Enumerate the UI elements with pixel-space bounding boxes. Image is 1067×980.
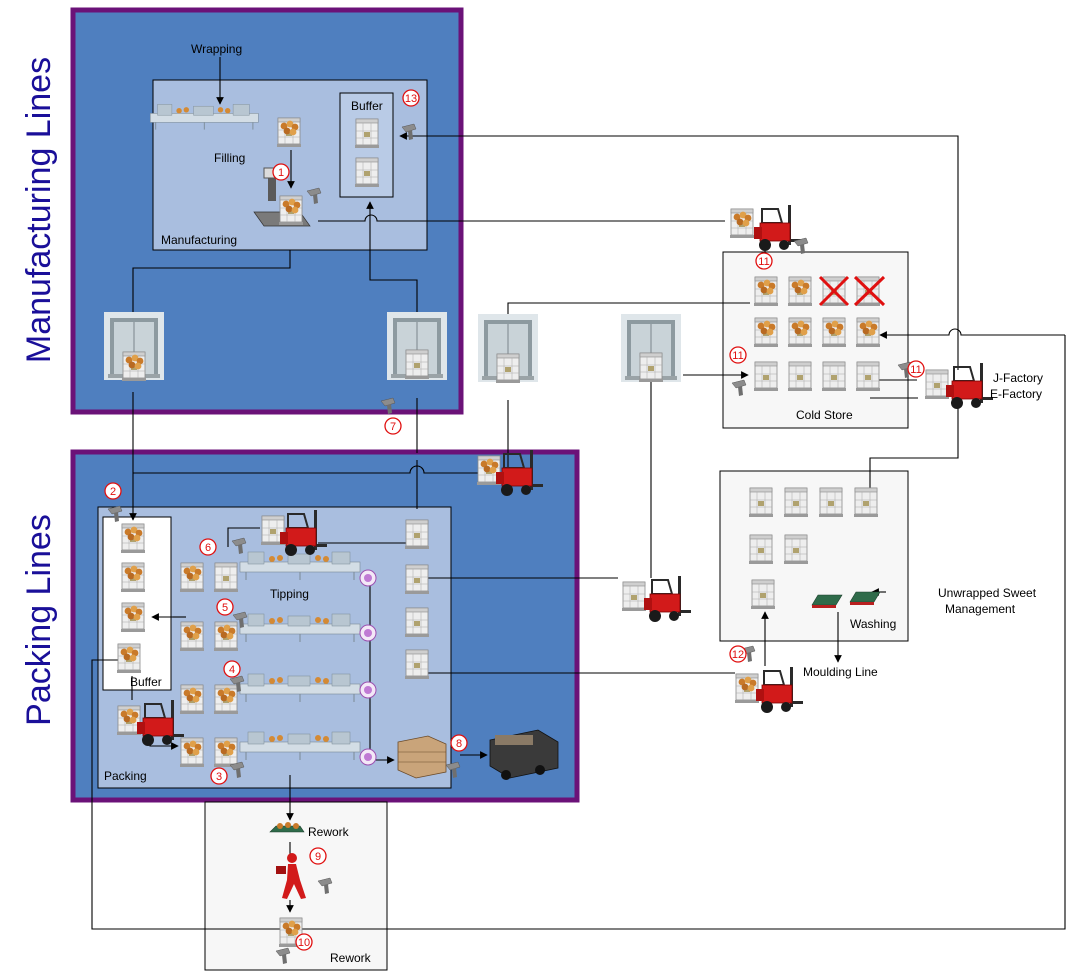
bin-icon [279,196,303,225]
svg-text:13: 13 [405,93,417,105]
bin-icon [214,685,238,714]
bin-icon [354,118,380,149]
step-marker: 7 [384,417,402,435]
cold-store-area [722,251,909,429]
label-icon [359,681,377,699]
forklift-icon [755,666,804,714]
label-manufacturing: Manufacturing [161,233,237,247]
bin-icon [213,562,239,593]
svg-text:4: 4 [229,664,235,676]
step-marker: 12 [729,645,747,663]
pallet-icon [397,735,447,779]
title-manufacturing: Manufacturing Lines [20,57,58,363]
bin-icon [122,352,146,381]
svg-text:11: 11 [758,256,769,268]
bin-icon [404,349,430,380]
step-marker: 2 [104,482,122,500]
svg-text:9: 9 [315,851,321,863]
truck-icon [489,729,559,780]
step-marker: 3 [210,767,228,785]
bin-icon [277,118,301,147]
label-buffer-top: Buffer [351,99,383,113]
bin-icon [495,353,521,384]
svg-text:11: 11 [910,364,921,376]
label-rework-tray: Rework [308,825,350,839]
label-wrapping: Wrapping [191,42,242,56]
svg-text:1: 1 [278,167,284,179]
label-filling: Filling [214,151,245,165]
forklift-icon [945,362,994,410]
label-icon [359,624,377,642]
step-marker: 11 [907,360,925,378]
bin-icon [354,157,380,188]
bin-icon [621,581,647,612]
label-unwrapped-1: Unwrapped Sweet [938,586,1037,600]
step-marker: 11 [729,346,747,364]
bin-icon [180,622,204,651]
tray-icon [269,822,305,833]
label-unwrapped-2: Management [945,602,1016,616]
step-marker: 1 [272,163,290,181]
step-marker: 13 [402,89,420,107]
label-packing: Packing [104,769,147,783]
label-e-factory: E-Factory [990,387,1042,401]
svg-text:10: 10 [298,937,310,949]
svg-text:11: 11 [732,350,743,362]
label-icon [359,569,377,587]
label-cold-store: Cold Store [796,408,853,422]
label-icon [359,748,377,766]
cross-icon [818,275,886,307]
label-moulding: Moulding Line [803,665,878,679]
label-tipping: Tipping [270,587,309,601]
bin-icon [214,738,238,767]
svg-text:12: 12 [732,649,744,661]
title-packing: Packing Lines [20,514,58,726]
svg-text:2: 2 [110,486,116,498]
bin-icon [638,352,664,383]
bin-icon [924,369,950,400]
bin-icon [735,674,759,703]
svg-text:3: 3 [216,771,222,783]
step-marker: 11 [755,252,773,270]
bin-icon [180,685,204,714]
step-marker: 4 [223,660,241,678]
forklift-icon [643,575,692,623]
label-j-factory: J-Factory [993,371,1043,385]
step-marker: 8 [450,734,468,752]
bin-icon [214,622,238,651]
svg-text:6: 6 [205,542,211,554]
svg-text:7: 7 [390,421,396,433]
bin-icon [730,209,754,238]
step-marker: 5 [216,598,234,616]
washing-area [719,470,909,642]
forklift-icon [753,204,802,252]
step-marker: 10 [295,933,313,951]
svg-text:5: 5 [222,602,228,614]
worker-icon [276,853,306,899]
step-marker: 9 [309,847,327,865]
svg-text:8: 8 [456,738,462,750]
label-rework-box: Rework [330,951,372,965]
step-marker: 6 [199,538,217,556]
label-washing: Washing [850,617,896,631]
bin-icon [180,738,204,767]
bin-icon [180,563,204,592]
label-buffer-left: Buffer [130,675,162,689]
